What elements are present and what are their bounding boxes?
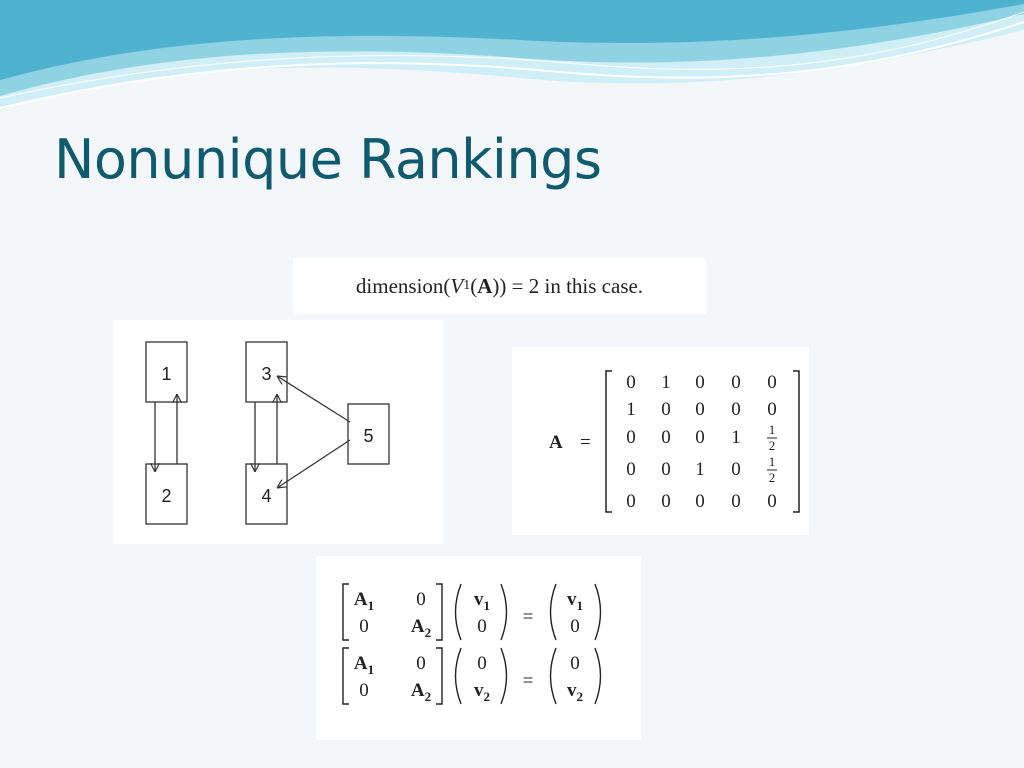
- dimension-statement: dimension( V 1 ( A )) = 2 in this case.: [293, 258, 706, 314]
- dimension-open-paren: (: [470, 273, 478, 298]
- math-symbol: A1: [354, 589, 374, 613]
- matrix-cell: 0: [731, 459, 741, 480]
- graph-node-1: 1: [145, 341, 188, 403]
- math-symbol: 0: [416, 589, 426, 610]
- parenthesis: [549, 583, 557, 641]
- matrix-cell: 0: [731, 399, 741, 420]
- matrix-cell: 1: [626, 399, 636, 420]
- matrix-cell: 0: [661, 399, 671, 420]
- graph-node-5: 5: [347, 403, 390, 465]
- matrix-cell: 0: [695, 427, 705, 448]
- math-symbol: A2: [411, 616, 431, 640]
- matrix-cell: 0: [626, 372, 636, 393]
- math-symbol: v2: [567, 680, 583, 704]
- math-symbol: 0: [416, 653, 426, 674]
- link-graph-panel: 1 2 3 4 5: [113, 320, 443, 544]
- matrix-a-equals: =: [580, 432, 591, 453]
- square-bracket: [436, 583, 443, 641]
- matrix-cell: 0: [695, 491, 705, 512]
- matrix-cell: 0: [695, 399, 705, 420]
- math-symbol: 0: [570, 653, 580, 674]
- parenthesis: [454, 647, 462, 705]
- dimension-prefix: dimension(: [355, 273, 451, 298]
- matrix-cell: 0: [626, 491, 636, 512]
- slide-title: Nonunique Rankings: [54, 128, 602, 191]
- matrix-cell: 1: [661, 372, 671, 393]
- matrix-cell: 0: [695, 372, 705, 393]
- equals-sign: =: [523, 671, 534, 692]
- square-bracket: [436, 647, 443, 705]
- matrix-cell: 0: [767, 399, 777, 420]
- math-symbol: 0: [359, 616, 369, 637]
- math-symbol: 0: [477, 653, 487, 674]
- graph-node-3: 3: [245, 341, 288, 403]
- svg-text:1: 1: [769, 454, 776, 469]
- dimension-suffix: )) = 2 in this case.: [492, 273, 644, 298]
- svg-text:1: 1: [769, 422, 776, 437]
- svg-text:2: 2: [769, 470, 776, 485]
- parenthesis: [500, 583, 508, 641]
- matrix-cell: 0: [731, 491, 741, 512]
- matrix-cell: 1: [695, 459, 705, 480]
- graph-edge-5-3: [277, 376, 351, 423]
- matrix-cell: 0: [626, 459, 636, 480]
- parenthesis: [594, 647, 602, 705]
- graph-node-label: 2: [161, 486, 171, 506]
- graph-edge-5-4: [277, 439, 351, 488]
- graph-node-label: 5: [363, 426, 373, 446]
- link-graph: 1 2 3 4 5: [145, 341, 390, 525]
- matrix-cell: 0: [731, 372, 741, 393]
- matrix-cell-fraction: 12: [767, 454, 777, 485]
- dimension-matrix-symbol: A: [477, 273, 493, 298]
- dimension-subscript: 1: [463, 278, 471, 293]
- square-bracket: [342, 583, 349, 641]
- graph-node-label: 1: [161, 364, 171, 384]
- matrix-cell: 0: [767, 372, 777, 393]
- graph-node-label: 3: [261, 364, 271, 384]
- matrix-cell: 0: [661, 459, 671, 480]
- matrix-cell: 0: [767, 491, 777, 512]
- header-wave-decoration: [0, 0, 1024, 110]
- equals-sign: =: [523, 607, 534, 628]
- matrix-cell: 0: [661, 427, 671, 448]
- math-symbol: v2: [474, 680, 490, 704]
- svg-text:2: 2: [769, 438, 776, 453]
- matrix-cell: 1: [731, 427, 741, 448]
- math-symbol: 0: [359, 680, 369, 701]
- math-symbol: A2: [411, 680, 431, 704]
- dimension-variable: V: [450, 273, 464, 298]
- graph-node-2: 2: [145, 463, 188, 525]
- matrix-cell: 0: [661, 491, 671, 512]
- math-symbol: v1: [567, 589, 583, 613]
- square-bracket: [342, 647, 349, 705]
- parenthesis: [594, 583, 602, 641]
- math-symbol: A1: [354, 653, 374, 677]
- matrix-left-bracket: [605, 370, 612, 513]
- matrix-cell-fraction: 12: [767, 422, 777, 453]
- graph-node-4: 4: [245, 463, 288, 525]
- graph-node-label: 4: [261, 486, 271, 506]
- matrix-right-bracket: [793, 370, 800, 513]
- math-symbol: 0: [477, 616, 487, 637]
- parenthesis: [549, 647, 557, 705]
- parenthesis: [500, 647, 508, 705]
- math-symbol: v1: [474, 589, 490, 613]
- parenthesis: [454, 583, 462, 641]
- matrix-a-symbol: A: [549, 432, 563, 453]
- math-symbol: 0: [570, 616, 580, 637]
- matrix-cell: 0: [626, 427, 636, 448]
